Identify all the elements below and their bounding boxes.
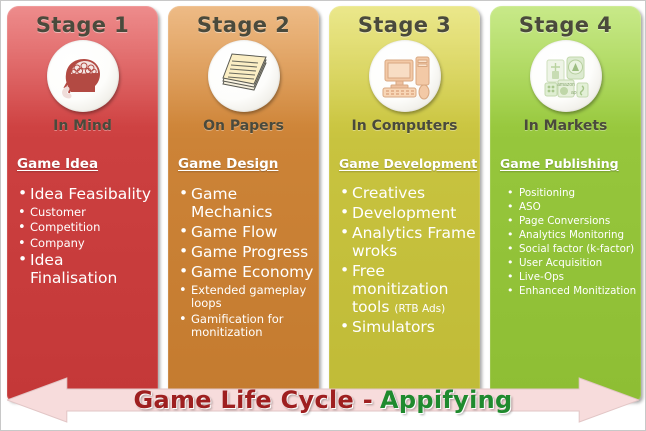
list-item: ASO [506, 201, 637, 214]
list-item: Idea Finalisation [17, 251, 154, 288]
list-item: Gamification for monitization [178, 312, 315, 340]
panel-heading-1: Game Idea [17, 156, 99, 172]
svg-text:amazon: amazon [557, 82, 575, 88]
panel-heading-2: Game Design [178, 156, 279, 172]
head-with-brain-icon [46, 40, 119, 112]
list-item: Creatives [339, 184, 476, 203]
panel-items-4: Positioning ASO Page Conversions Analyti… [490, 187, 641, 300]
list-item: Positioning [506, 187, 637, 200]
medallion-wrap-2 [168, 40, 319, 112]
list-item: Company [17, 236, 154, 251]
panel-items-1: Idea Feasibality Customer Competition Co… [7, 185, 158, 290]
panel-heading-3: Game Development [339, 156, 478, 171]
medallion-wrap-3 [329, 40, 480, 112]
list-item: Game Economy [178, 263, 315, 282]
life-cycle-banner: Game Life Cycle - Appifying [7, 376, 639, 424]
list-item: Free monitization tools (RTB Ads) [339, 261, 476, 317]
banner-text: Game Life Cycle - Appifying [7, 376, 639, 424]
stage-panel-4[interactable]: Stage 4 amazon [490, 6, 641, 401]
stage-title-1: Stage 1 [35, 13, 130, 37]
list-item: Enhanced Monitization [506, 285, 637, 298]
stage-title-3: Stage 3 [357, 13, 452, 37]
list-item: Live-Ops [506, 271, 637, 284]
list-item: Page Conversions [506, 215, 637, 228]
desktop-computer-icon [368, 40, 441, 112]
list-item: Social factor (k-factor) [506, 243, 637, 256]
list-item: Analytics Monitoring [506, 229, 637, 242]
list-item: Game Flow [178, 223, 315, 242]
double-headed-arrow-icon [7, 377, 639, 423]
app-stores-icon: amazon apps [529, 40, 602, 112]
list-item: Customer [17, 205, 154, 220]
list-item: Extended gameplay loops [178, 283, 315, 311]
medallion-wrap-4: amazon apps [490, 40, 641, 112]
list-item: Simulators [339, 318, 476, 337]
list-item: Game Progress [178, 243, 315, 262]
medal-caption-1: In Mind [53, 118, 112, 134]
stage-panel-1[interactable]: Stage 1 [7, 6, 158, 401]
stage-title-4: Stage 4 [518, 13, 613, 37]
list-item: Competition [17, 220, 154, 235]
stage-panel-3[interactable]: Stage 3 [329, 6, 480, 401]
panel-items-3: Creatives Development Analytics Frame wr… [329, 184, 480, 339]
list-item: User Acquisition [506, 257, 637, 270]
list-item-label: Free monitization tools [352, 261, 449, 316]
medal-caption-3: In Computers [351, 118, 458, 134]
stage-panels-row: Stage 1 [1, 1, 645, 401]
list-item: Game Mechanics [178, 185, 315, 222]
panel-heading-4: Game Publishing [500, 156, 619, 171]
panel-items-2: Game Mechanics Game Flow Game Progress G… [168, 185, 319, 341]
banner-text-accent: Appifying [380, 386, 513, 414]
list-item: Idea Feasibality [17, 185, 154, 204]
banner-text-primary: Game Life Cycle - [133, 386, 374, 414]
medallion-wrap-1 [7, 40, 158, 112]
list-item: Development [339, 204, 476, 223]
stage-panel-2[interactable]: Stage 2 [168, 6, 319, 401]
list-item: Analytics Frame wroks [339, 224, 476, 261]
medal-caption-4: In Markets [523, 118, 608, 134]
medal-caption-2: On Papers [203, 118, 284, 134]
list-item-note: (RTB Ads) [394, 302, 446, 315]
stack-of-papers-icon [207, 40, 280, 112]
stage-title-2: Stage 2 [196, 13, 291, 37]
